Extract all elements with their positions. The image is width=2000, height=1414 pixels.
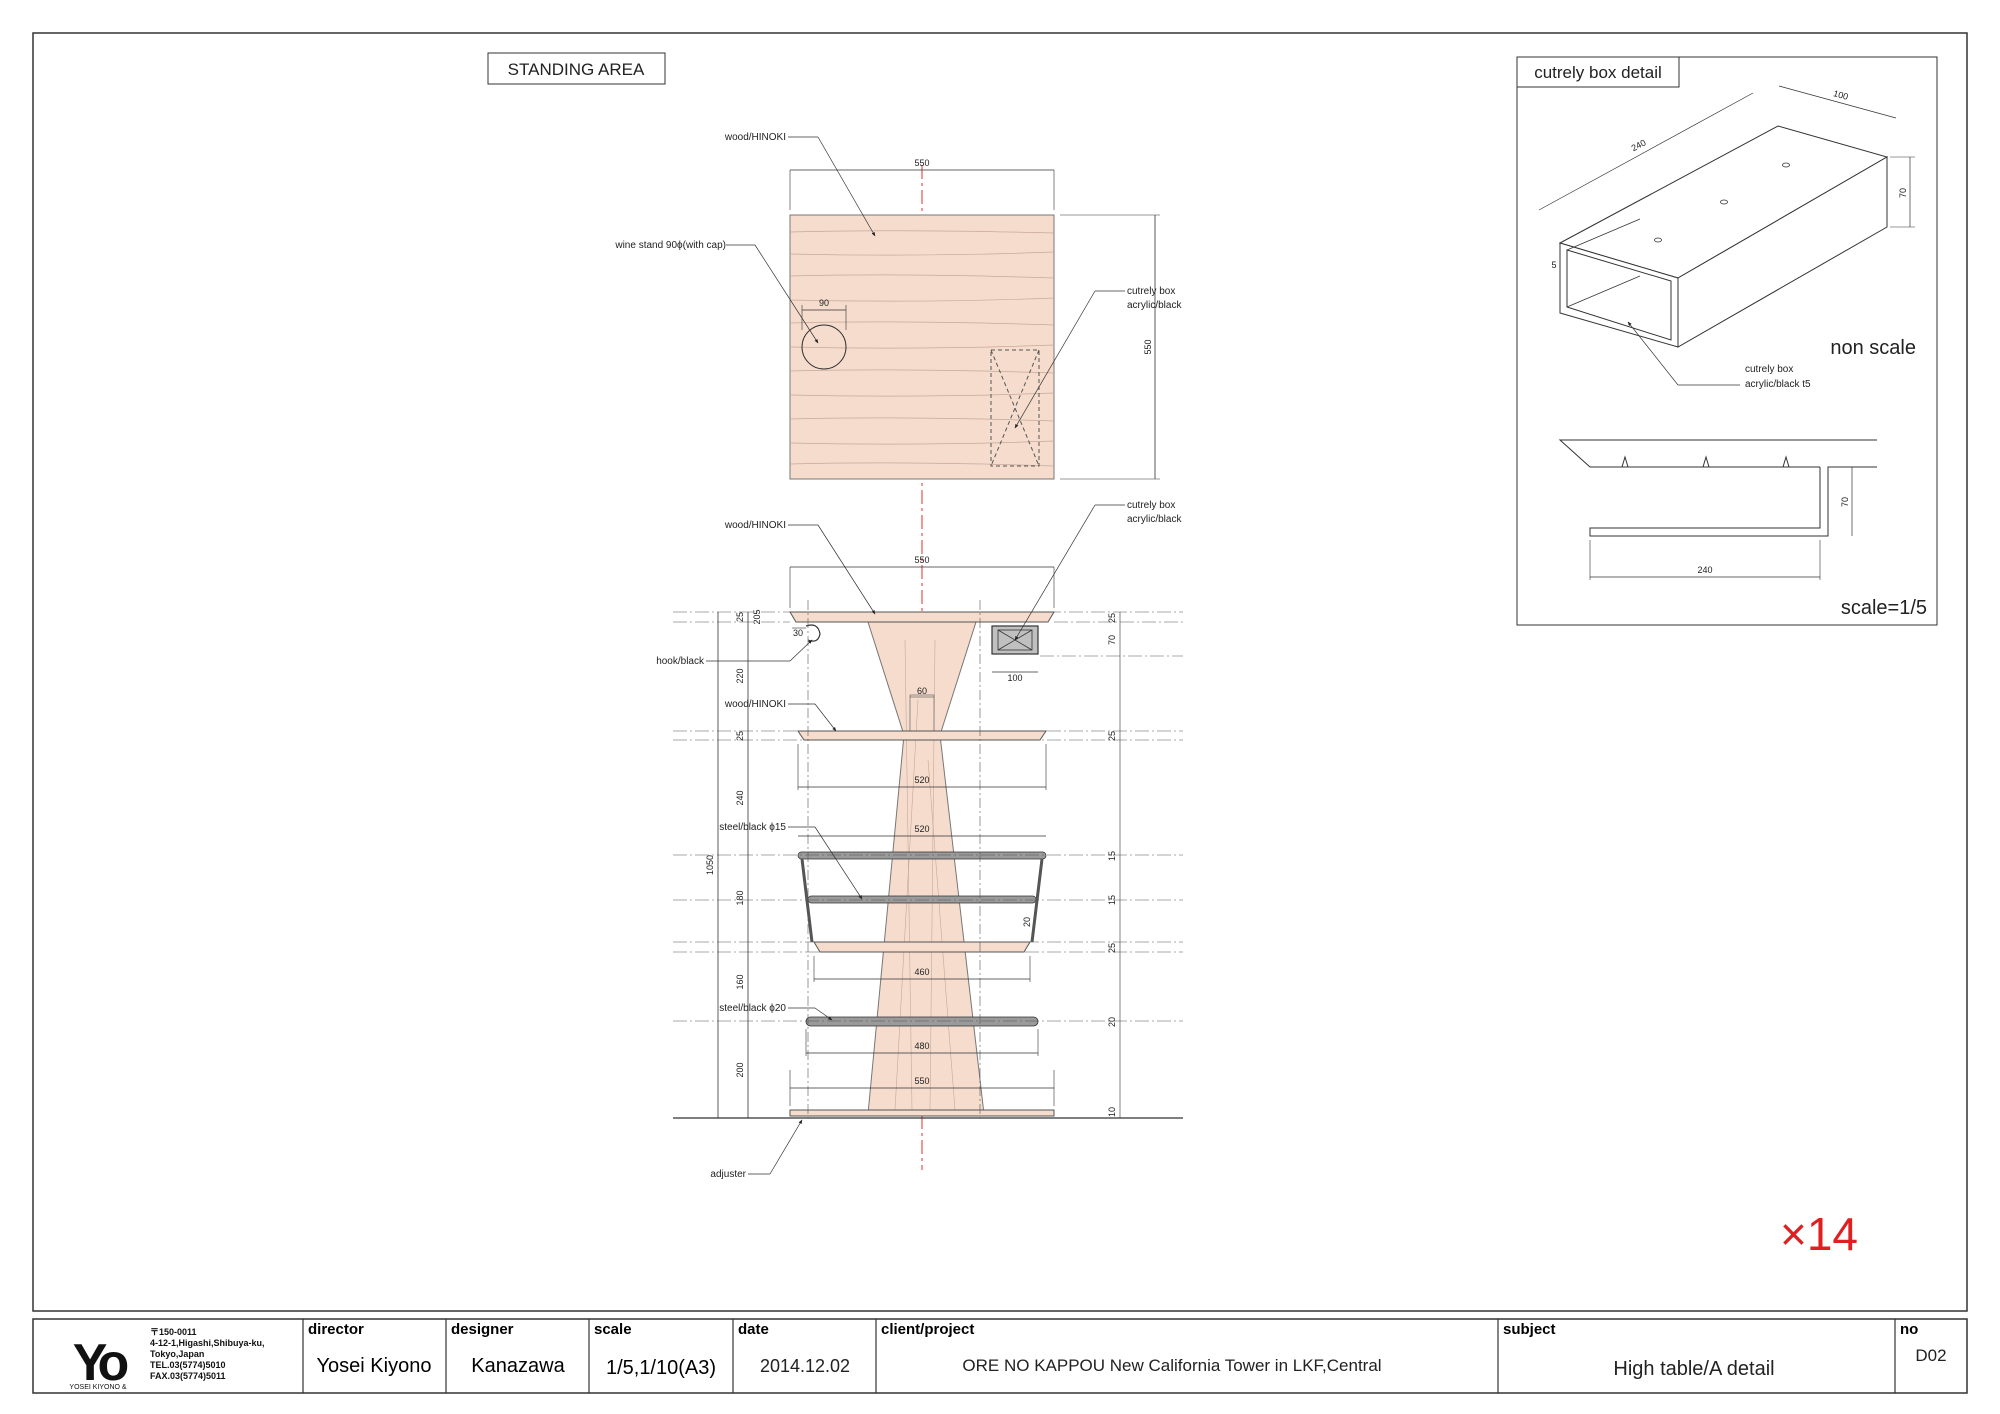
address-line-1: 〒150-0011 [150, 1327, 197, 1337]
elev-dim-column-60: 60 [917, 686, 927, 696]
elev-steel-ring-2 [807, 895, 1037, 904]
elev-dim-top-width: 550 [914, 555, 929, 565]
plan-dim-wine: 90 [819, 298, 829, 308]
elev-dim-h-25b: 25 [735, 731, 745, 741]
elev-dim-h-205: 205 [752, 609, 762, 624]
elev-dim-r-20: 20 [1107, 1017, 1117, 1027]
address-line-4: TEL.03(5774)5010 [150, 1360, 226, 1370]
elev-label-hook: hook/black [656, 656, 705, 667]
client-value: ORE NO KAPPOU New California Tower in LK… [962, 1356, 1381, 1375]
plan-label-cutlery-2: acrylic/black [1127, 300, 1182, 311]
detail-dim-100: 100 [1832, 88, 1849, 102]
section-title-box [487, 52, 666, 85]
elev-dim-r-20b: 20 [1022, 917, 1032, 927]
elev-dim-box-width: 100 [1007, 673, 1022, 683]
elev-dim-h-180: 180 [735, 890, 745, 905]
elev-dim-box-height: 70 [1107, 635, 1117, 645]
elev-label-cutlery-1: cutrely box [1127, 500, 1175, 511]
plan-dim-width: 550 [914, 158, 929, 168]
plan-dim-depth: 550 [1143, 339, 1153, 354]
detail-section [1558, 439, 1877, 537]
director-label: director [308, 1321, 364, 1338]
detail-sec-70: 70 [1840, 497, 1850, 507]
section-title: STANDING AREA [508, 60, 645, 79]
elev-dim-h-160: 160 [735, 974, 745, 989]
cutlery-box-outline [990, 349, 1040, 467]
elev-shelf-1 [797, 730, 1047, 741]
no-value: D02 [1915, 1346, 1946, 1365]
elev-hook [805, 624, 821, 642]
elev-upper-cone [867, 621, 977, 736]
elev-label-cutlery-2: acrylic/black [1127, 514, 1182, 525]
elev-label-shelf-material: wood/HINOKI [724, 699, 786, 710]
elev-dim-hook-30: 30 [793, 628, 803, 638]
elev-dim-base-width: 550 [914, 1076, 929, 1086]
elev-dim-r-25b: 25 [1107, 731, 1117, 741]
elev-dim-r-15a: 15 [1107, 851, 1117, 861]
scale-value: 1/5,1/10(A3) [606, 1357, 716, 1379]
plan-wood-grain [789, 230, 1055, 467]
elev-dim-r-10: 10 [1107, 1107, 1117, 1117]
elev-label-steel-15: steel/black ϕ15 [719, 822, 786, 833]
elev-dim-r-15b: 15 [1107, 895, 1117, 905]
subject-value: High table/A detail [1613, 1358, 1774, 1380]
no-label: no [1900, 1321, 1918, 1338]
elev-dim-r-25c: 25 [1107, 943, 1117, 953]
detail-dim-5: 5 [1551, 260, 1556, 270]
address-line-2: 4-12-1,Higashi,Shibuya-ku, [150, 1338, 265, 1348]
elev-dim-ring2-width: 480 [914, 1041, 929, 1051]
designer-value: Kanazawa [471, 1355, 565, 1377]
detail-sec-240: 240 [1697, 565, 1712, 575]
elev-dim-h-25a: 25 [735, 612, 745, 622]
detail-box-label-2: acrylic/black t5 [1745, 379, 1811, 390]
elevation-view: 25 205 220 25 240 1050 180 160 200 25 70… [656, 500, 1183, 1180]
designer-label: designer [451, 1321, 514, 1338]
date-value: 2014.12.02 [760, 1356, 850, 1376]
detail-box-label-1: cutrely box [1745, 364, 1793, 375]
address-line-5: FAX.03(5774)5011 [150, 1371, 226, 1381]
client-label: client/project [881, 1321, 974, 1338]
elev-dim-ring1-width: 520 [914, 824, 929, 834]
elev-base [789, 1109, 1055, 1117]
wine-stand-hole [801, 324, 847, 370]
plan-tabletop [789, 214, 1055, 480]
address-line-3: Tokyo,Japan [150, 1349, 204, 1359]
scale-label: scale [594, 1321, 632, 1338]
elev-shelf-2 [813, 941, 1031, 953]
detail-scale: scale=1/5 [1841, 597, 1927, 619]
subject-label: subject [1503, 1321, 1556, 1338]
elev-dim-shelf1-width: 520 [914, 775, 929, 785]
elev-label-adjuster: adjuster [710, 1169, 746, 1180]
plan-label-wine-stand: wine stand 90ϕ(with cap) [614, 240, 726, 251]
plan-view: 550 550 90 wood/HINOKI wine stand 90ϕ(wi… [614, 132, 1182, 480]
cutlery-detail-panel: cutrely box detail 240 100 70 5 non scal… [1516, 56, 1938, 626]
plan-label-top-material: wood/HINOKI [724, 132, 786, 143]
elev-dim-shelf2-width: 460 [914, 967, 929, 977]
elev-label-steel-20: steel/black ϕ20 [719, 1003, 786, 1014]
detail-title-box [1516, 56, 1680, 88]
elev-column [867, 734, 985, 1115]
elev-steel-ring-3 [805, 1016, 1039, 1027]
title-block: Yo YOSEI KIYONO & 〒150-0011 4-12-1,Higas… [32, 1318, 1968, 1394]
plan-label-cutlery-1: cutrely box [1127, 286, 1175, 297]
date-label: date [738, 1321, 769, 1338]
elev-dim-h-1050: 1050 [705, 855, 715, 875]
detail-dim-70: 70 [1898, 188, 1908, 198]
director-value: Yosei Kiyono [317, 1355, 432, 1377]
drawing-frame [32, 32, 1968, 1312]
company-logo-sub: YOSEI KIYONO & [69, 1384, 127, 1391]
elev-label-top-material: wood/HINOKI [724, 520, 786, 531]
elev-dim-h-220: 220 [735, 668, 745, 683]
detail-non-scale: non scale [1830, 337, 1916, 359]
elev-tabletop [789, 611, 1055, 623]
quantity-multiplier: ×14 [1780, 1208, 1858, 1260]
detail-iso-box [1558, 125, 1889, 348]
elev-steel-ring-1 [797, 851, 1047, 860]
elev-dim-h-200: 200 [735, 1062, 745, 1077]
elev-dim-h-240: 240 [735, 790, 745, 805]
elev-dim-r-25a: 25 [1107, 613, 1117, 623]
detail-title: cutrely box detail [1534, 63, 1662, 82]
